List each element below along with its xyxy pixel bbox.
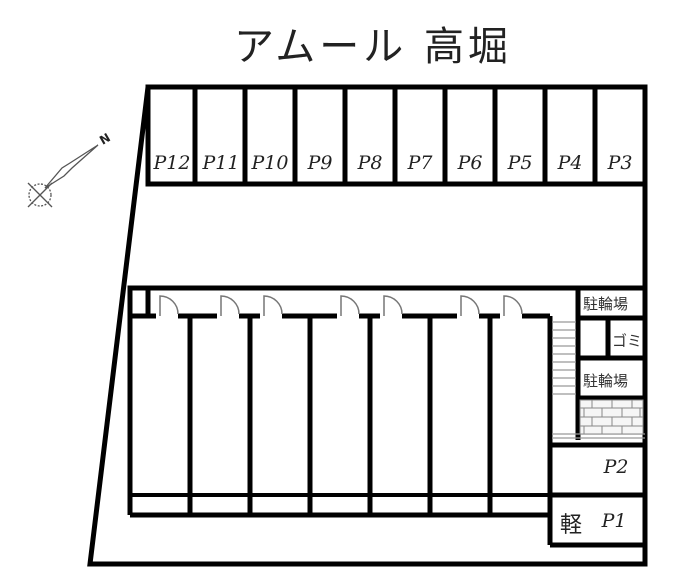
door-5	[380, 295, 403, 319]
parking-space-p1: P1	[601, 510, 627, 532]
parking-space-p4: P4	[557, 152, 583, 174]
parking-space-p11: P11	[202, 152, 240, 174]
door-4	[337, 295, 360, 319]
parking-space-p10: P10	[251, 152, 289, 174]
parking-space-p2: P2	[603, 456, 629, 478]
parking-space-p9: P9	[307, 152, 333, 174]
unit-doors	[156, 295, 523, 319]
parking-space-p8: P8	[357, 152, 383, 174]
bike-parking-label-1: 駐輪場	[583, 295, 629, 313]
brick-area	[579, 399, 644, 435]
door-6	[457, 295, 480, 319]
garbage-area-label: ゴミ	[612, 332, 643, 350]
door-1	[156, 295, 179, 319]
apartment-building	[127, 285, 645, 548]
parking-space-p12: P12	[153, 152, 191, 174]
bike-parking-label-2: 駐輪場	[583, 372, 629, 390]
kei-car-label: 軽	[560, 513, 583, 538]
north-compass-icon	[27, 144, 99, 208]
door-3	[260, 295, 283, 319]
door-7	[500, 295, 523, 319]
door-2	[217, 295, 240, 319]
parking-space-p3: P3	[607, 152, 633, 174]
parking-space-p6: P6	[457, 152, 483, 174]
parking-space-p7: P7	[407, 152, 433, 174]
parking-space-p5: P5	[507, 152, 533, 174]
property-title: アムール 高堀	[234, 24, 512, 70]
parking-row-top	[145, 84, 648, 187]
